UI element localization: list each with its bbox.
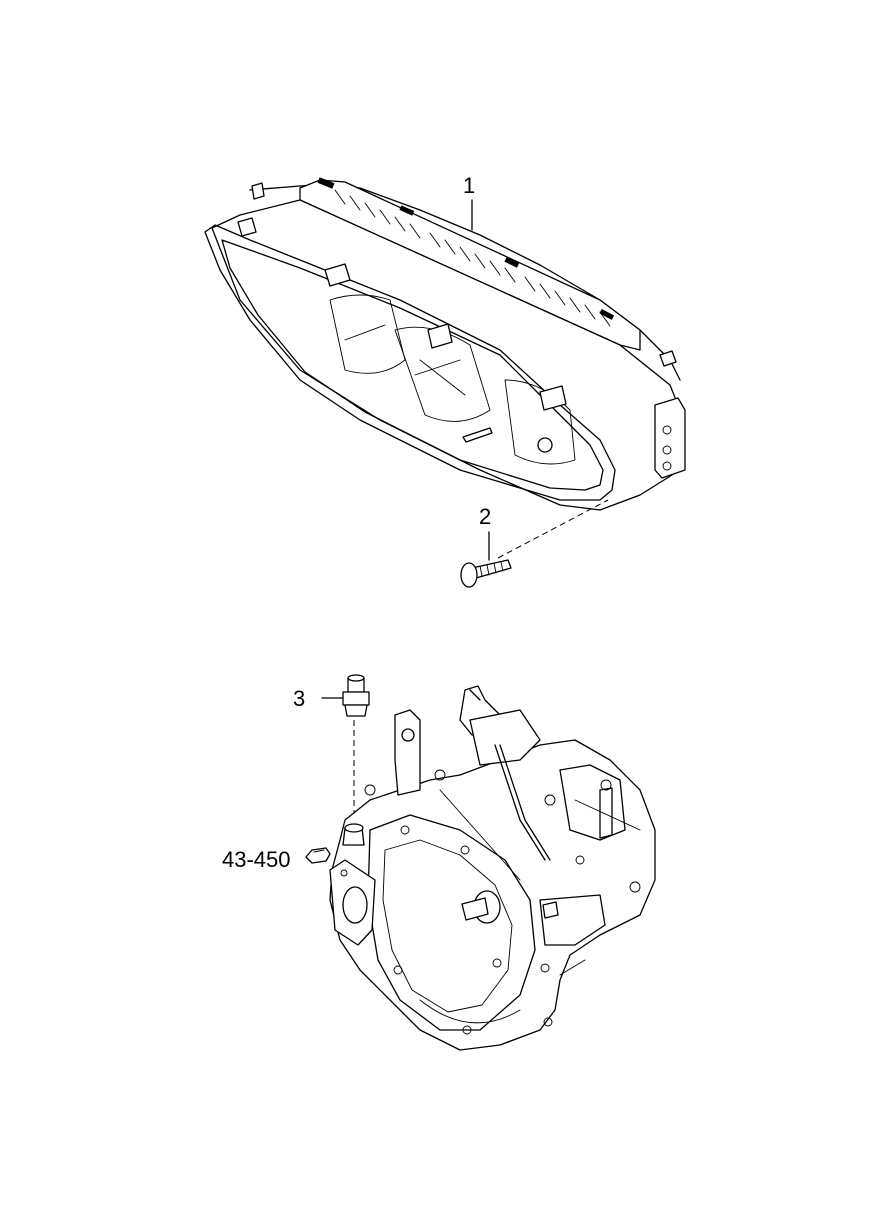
callout-reference-43-450[interactable]: 43-450	[222, 847, 291, 872]
callout-part-3: 3	[293, 686, 306, 711]
callout-part-2: 2	[479, 504, 492, 529]
transaxle-illustration	[329, 685, 656, 1051]
instrument-cluster-illustration	[204, 177, 686, 511]
speed-sensor-illustration	[321, 674, 370, 828]
screw-illustration	[460, 499, 609, 588]
reference-arrow-icon	[305, 847, 331, 864]
callout-part-1: 1	[463, 173, 476, 198]
